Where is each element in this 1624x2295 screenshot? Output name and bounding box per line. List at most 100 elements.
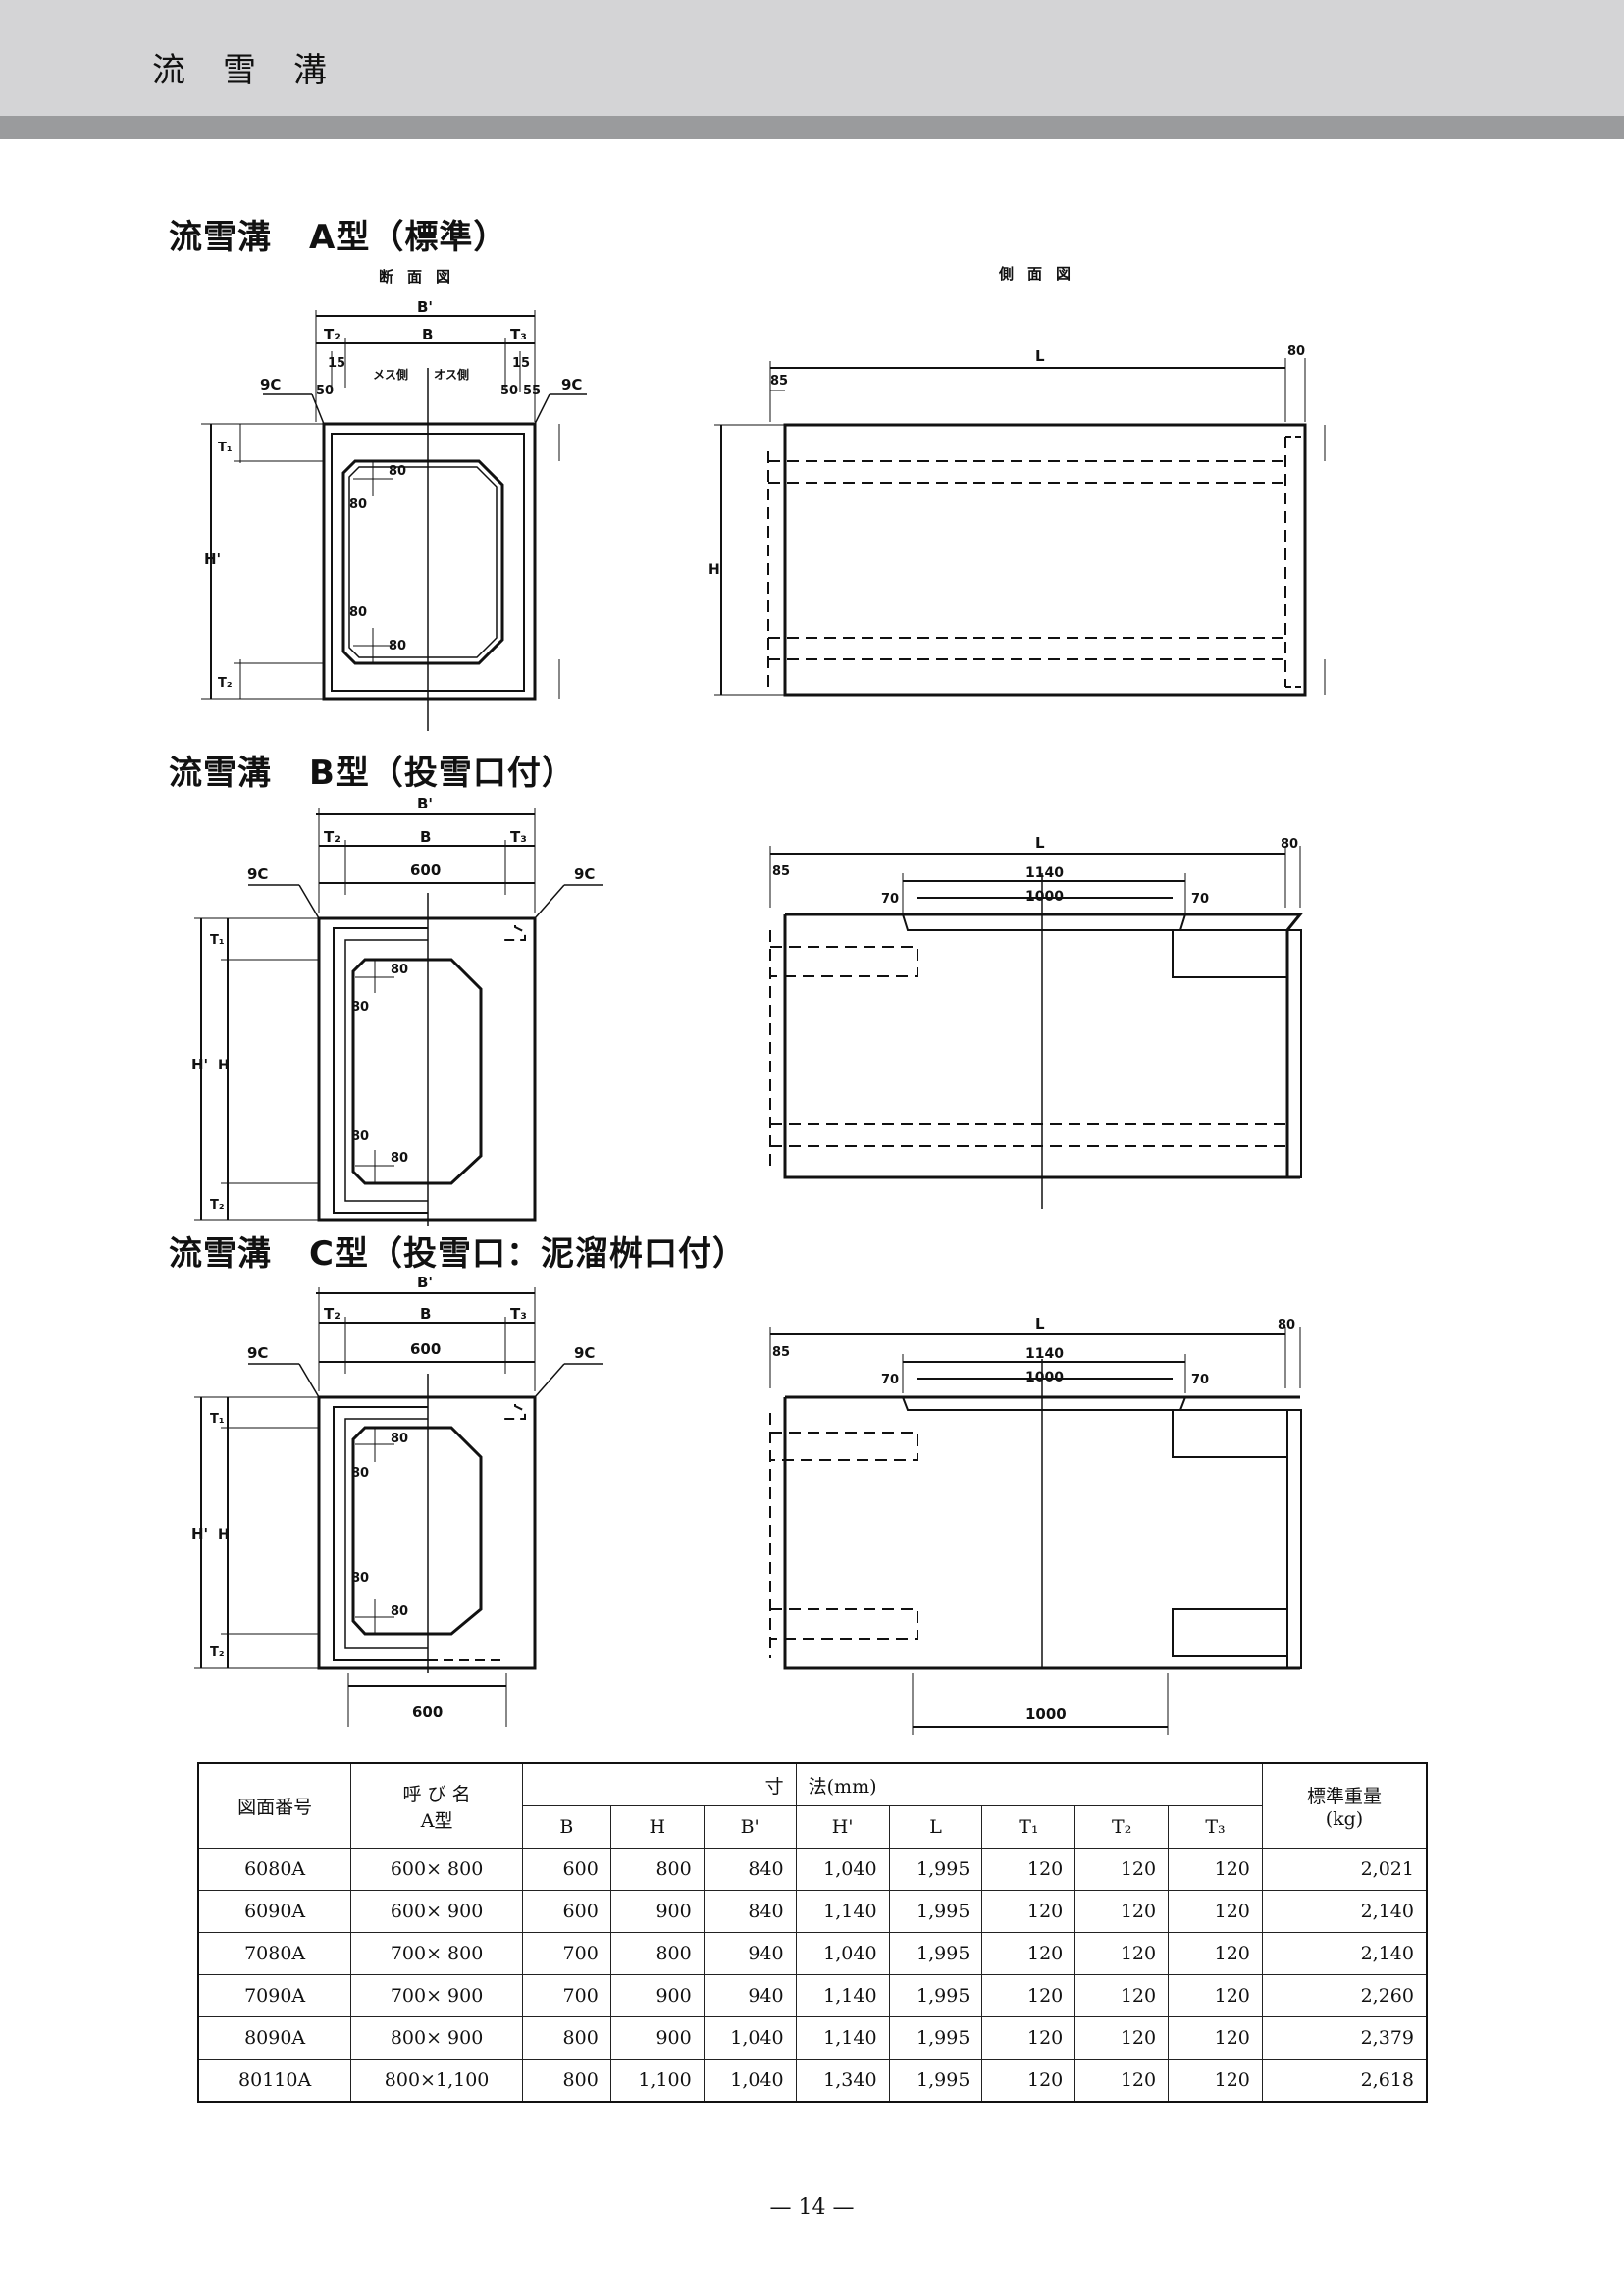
- a-section-inner-line: [348, 466, 498, 658]
- lbl-a-9c-right: 9C: [561, 376, 582, 393]
- th-col-hp: H': [795, 1805, 890, 1849]
- section-a-title-sub: A型（標準）: [309, 218, 508, 257]
- th-drawing-no: 図面番号: [197, 1762, 352, 1849]
- svg-text:H: H: [218, 1058, 230, 1073]
- svg-text:80: 80: [1287, 344, 1305, 359]
- svg-text:L: L: [1035, 1315, 1045, 1332]
- section-c-title-sub: C型（投雪口：泥溜桝口付）: [309, 1234, 747, 1274]
- svg-text:80: 80: [391, 963, 408, 977]
- a-section-outer: [322, 422, 537, 701]
- svg-text:9C: 9C: [247, 1344, 268, 1362]
- svg-text:85: 85: [770, 374, 788, 389]
- svg-text:55: 55: [523, 384, 541, 398]
- technical-drawings: B' T₂ B T₃ メス側 オス側 15 15 50 50 55 9C 9C …: [191, 298, 1326, 1735]
- svg-text:70: 70: [1191, 892, 1209, 907]
- svg-text:50: 50: [500, 384, 518, 398]
- lbl-a-bp: B': [417, 298, 433, 316]
- svg-text:T₂: T₂: [210, 1198, 225, 1213]
- svg-text:T₂: T₂: [218, 676, 233, 691]
- page-number: — 14 —: [769, 2195, 855, 2219]
- svg-text:B': B': [417, 1274, 433, 1291]
- drawing-b-section: [194, 808, 603, 1226]
- svg-text:B: B: [420, 1305, 431, 1323]
- th-weight: 標準重量 (kg): [1261, 1762, 1428, 1849]
- svg-text:H': H': [191, 1525, 208, 1542]
- svg-text:80: 80: [351, 1571, 369, 1586]
- lbl-a-female: メス側: [373, 367, 408, 382]
- table-row: 80110A 800×1,100 800 1,100 1,040 1,340 1…: [197, 2059, 1428, 2103]
- svg-text:T₃: T₃: [510, 828, 527, 846]
- svg-text:80: 80: [389, 464, 406, 479]
- header-band: [0, 0, 1624, 116]
- drawing-a-section: [201, 310, 587, 731]
- svg-text:80: 80: [351, 1129, 369, 1144]
- lbl-a-t3: T₃: [510, 326, 527, 343]
- svg-text:85: 85: [772, 864, 790, 879]
- svg-text:80: 80: [391, 1151, 408, 1166]
- lbl-a-t2: T₂: [324, 326, 341, 343]
- th-col-b: B: [521, 1805, 611, 1849]
- svg-text:T₂: T₂: [324, 828, 341, 846]
- spec-table: 図面番号 呼 び 名 A型 寸 法(mm) 標準重量 (kg) B H B' H…: [197, 1762, 1428, 2103]
- svg-text:15: 15: [328, 356, 345, 371]
- svg-text:1000: 1000: [1025, 1705, 1067, 1723]
- header-stripe: [0, 116, 1624, 139]
- svg-text:T₃: T₃: [510, 1305, 527, 1323]
- section-title-a: 流雪溝 A型（標準）: [169, 210, 507, 258]
- table-row: 8090A 800× 900 800 900 1,040 1,140 1,995…: [197, 2016, 1428, 2060]
- svg-text:85: 85: [772, 1345, 790, 1360]
- view-label-section: 断面図: [379, 268, 465, 286]
- svg-text:B: B: [420, 828, 431, 846]
- svg-text:T₁: T₁: [210, 1412, 225, 1427]
- svg-text:H': H': [204, 550, 221, 568]
- section-title-c: 流雪溝 C型（投雪口：泥溜桝口付）: [169, 1226, 747, 1275]
- th-col-bp: B': [703, 1805, 797, 1849]
- svg-text:L: L: [1035, 834, 1045, 852]
- svg-text:9C: 9C: [247, 865, 268, 883]
- th-dim-a: 寸: [521, 1762, 797, 1806]
- drawing-a-side: [714, 358, 1326, 697]
- svg-text:600: 600: [410, 1340, 441, 1358]
- section-a-title-main: 流雪溝: [169, 218, 272, 257]
- svg-text:1140: 1140: [1025, 865, 1064, 881]
- svg-text:70: 70: [881, 1373, 899, 1387]
- page-header-title: 流雪溝: [152, 51, 364, 90]
- svg-text:H': H': [191, 1056, 208, 1073]
- svg-text:80: 80: [1278, 1318, 1295, 1332]
- table-row: 7090A 700× 900 700 900 940 1,140 1,995 1…: [197, 1974, 1428, 2017]
- svg-text:1000: 1000: [1025, 1370, 1064, 1385]
- svg-text:T₁: T₁: [218, 441, 233, 455]
- th-name: 呼 び 名 A型: [350, 1762, 523, 1849]
- svg-text:600: 600: [412, 1703, 443, 1721]
- b-section-outer: [317, 916, 537, 1222]
- section-c-title-main: 流雪溝: [169, 1234, 272, 1274]
- table-row: 6080A 600× 800 600 800 840 1,040 1,995 1…: [197, 1848, 1428, 1891]
- svg-text:80: 80: [349, 497, 367, 512]
- svg-text:80: 80: [391, 1432, 408, 1446]
- svg-text:B': B': [417, 795, 433, 812]
- drawing-c-side: [769, 1327, 1302, 1735]
- table-header-row: 図面番号 呼 び 名 A型 寸 法(mm) 標準重量 (kg): [197, 1762, 1428, 1849]
- svg-text:T₁: T₁: [210, 933, 225, 948]
- svg-text:80: 80: [391, 1604, 408, 1619]
- lbl-a-male: オス側: [434, 367, 469, 382]
- svg-text:T₂: T₂: [210, 1645, 225, 1660]
- svg-text:H: H: [218, 1527, 230, 1542]
- th-col-h: H: [609, 1805, 705, 1849]
- drawing-b-side: [769, 846, 1304, 1209]
- svg-text:50: 50: [316, 384, 334, 398]
- svg-text:H: H: [708, 562, 720, 578]
- lbl-a-b: B: [422, 326, 433, 343]
- c-section-outer: [317, 1395, 537, 1670]
- lbl-a-l: L: [1035, 347, 1045, 365]
- svg-text:80: 80: [389, 639, 406, 653]
- svg-text:80: 80: [1281, 837, 1298, 852]
- svg-text:70: 70: [1191, 1373, 1209, 1387]
- th-col-t3: T₃: [1168, 1805, 1263, 1849]
- th-col-l: L: [888, 1805, 983, 1849]
- svg-text:80: 80: [351, 1000, 369, 1015]
- lbl-a-9c-left: 9C: [260, 376, 281, 393]
- svg-text:9C: 9C: [574, 865, 595, 883]
- section-b-title-sub: B型（投雪口付）: [309, 754, 576, 793]
